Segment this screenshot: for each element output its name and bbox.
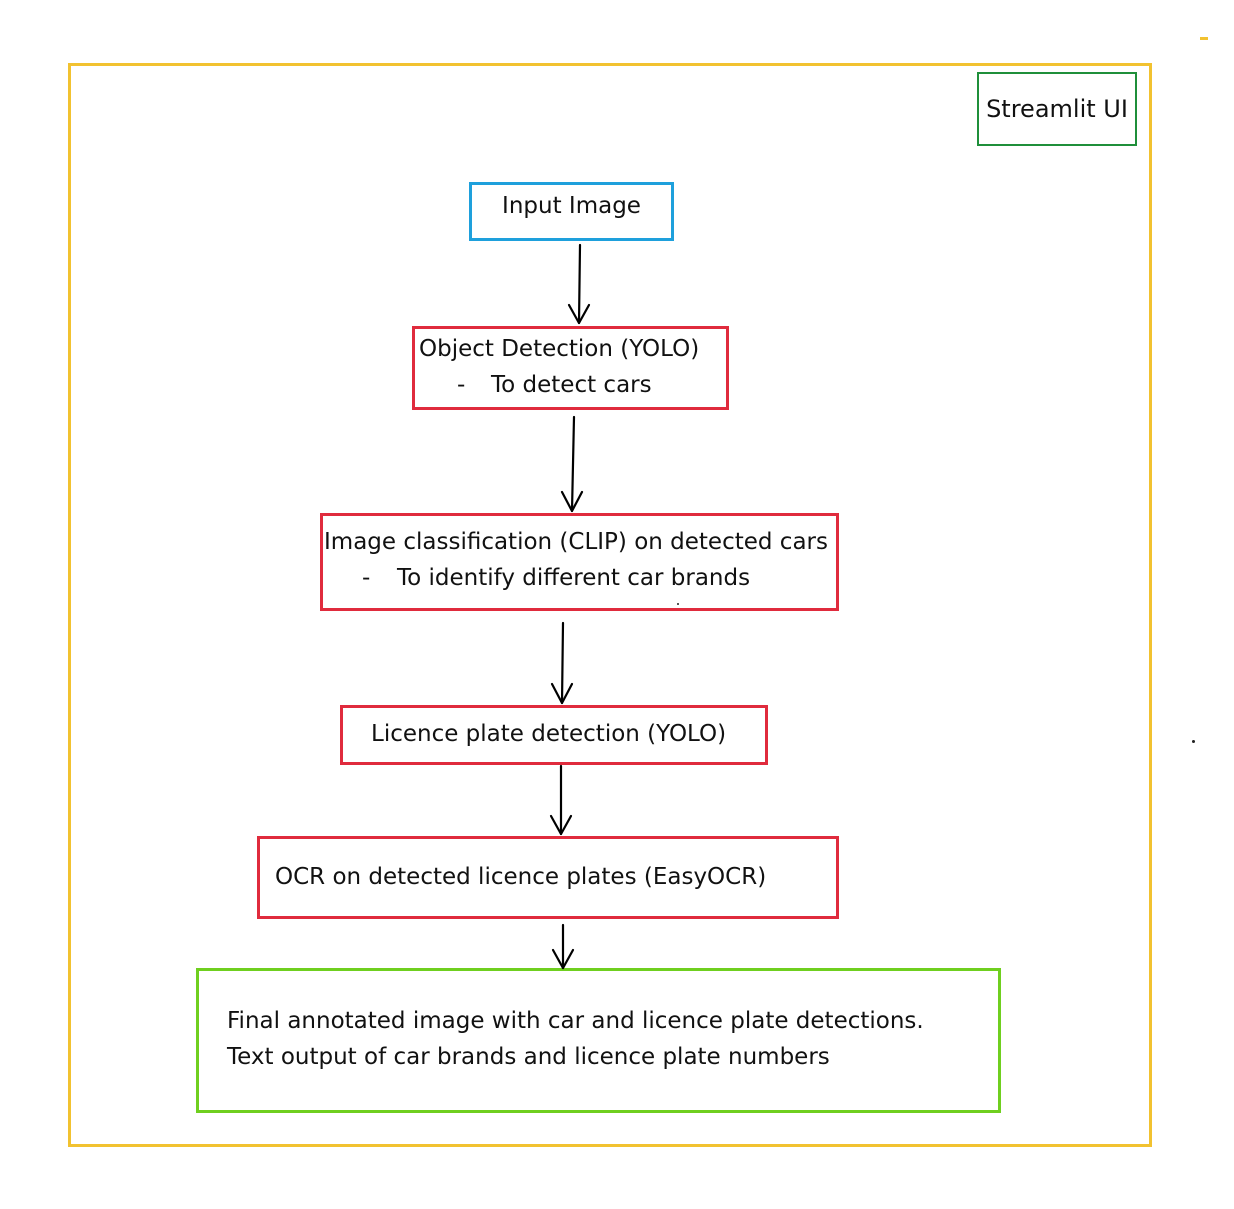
corner-mark — [1200, 37, 1208, 40]
object-detection-detail: To detect cars — [491, 372, 652, 398]
ocr-node: OCR on detected licence plates (EasyOCR) — [257, 836, 839, 919]
object-detection-detail-line: -To detect cars — [419, 367, 726, 403]
object-detection-node: Object Detection (YOLO) -To detect cars — [412, 326, 729, 410]
final-output-node: Final annotated image with car and licen… — [196, 968, 1001, 1113]
licence-plate-detection-node: Licence plate detection (YOLO) — [340, 705, 768, 765]
streamlit-container-frame — [68, 63, 1152, 1147]
final-output-line-1: Final annotated image with car and licen… — [227, 1008, 924, 1034]
image-classification-detail: To identify different car brands — [397, 565, 751, 591]
licence-plate-detection-label: Licence plate detection (YOLO) — [371, 721, 727, 747]
streamlit-ui-label: Streamlit UI — [986, 95, 1128, 123]
input-image-node: Input Image — [469, 182, 674, 241]
image-classification-node: Image classification (CLIP) on detected … — [320, 513, 839, 611]
image-classification-detail-line: -To identify different car brands — [324, 560, 836, 596]
ocr-label: OCR on detected licence plates (EasyOCR) — [275, 864, 767, 890]
input-image-label: Input Image — [502, 193, 641, 219]
stray-dot — [677, 603, 679, 605]
streamlit-ui-label-box: Streamlit UI — [977, 72, 1137, 146]
image-classification-title: Image classification (CLIP) on detected … — [324, 529, 828, 555]
object-detection-bullet: - — [457, 372, 466, 398]
stray-dot — [1192, 740, 1195, 743]
final-output-line-2: Text output of car brands and licence pl… — [227, 1044, 830, 1070]
image-classification-bullet: - — [362, 565, 371, 591]
object-detection-title: Object Detection (YOLO) — [419, 336, 700, 362]
